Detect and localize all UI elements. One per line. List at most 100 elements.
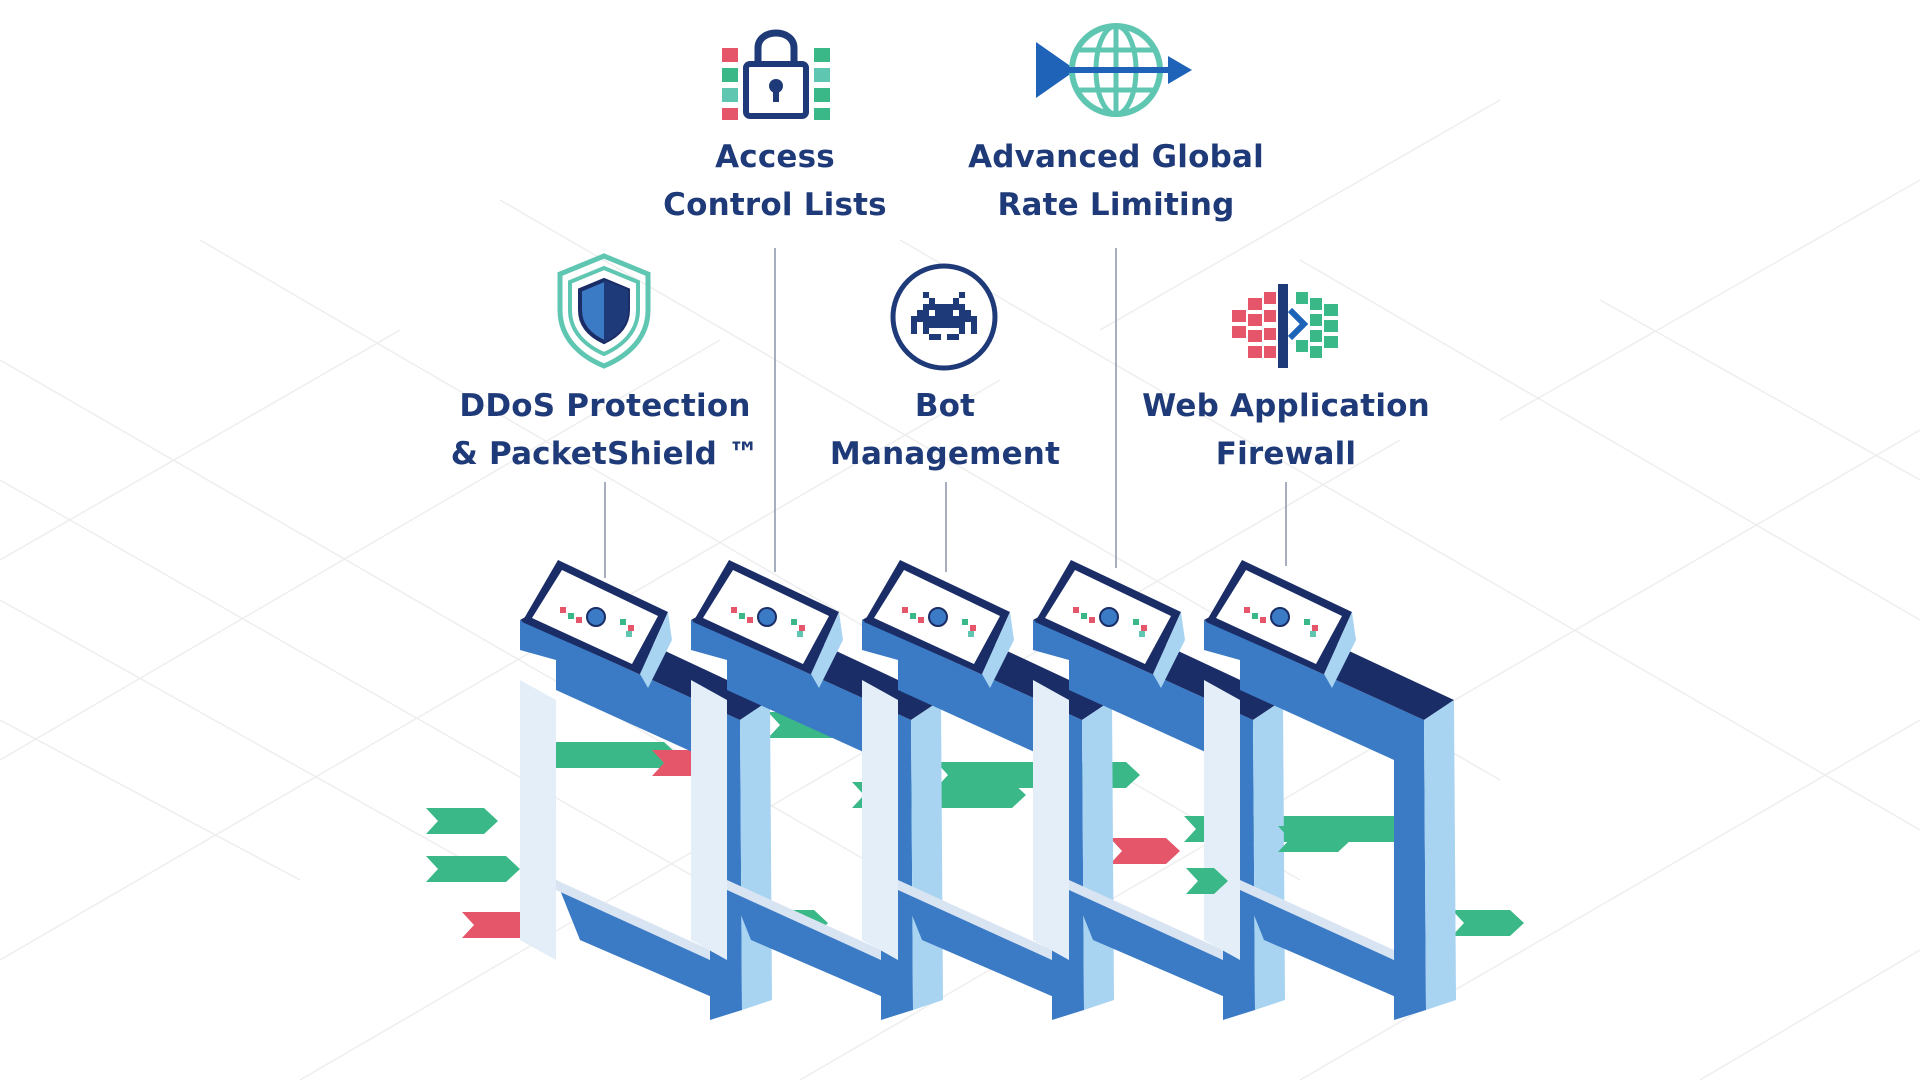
screen-pixel — [968, 631, 974, 637]
label-ddos-line1: DDoS Protection — [459, 388, 751, 424]
screen-pixel — [1089, 617, 1095, 623]
screen-pixel — [1133, 619, 1139, 625]
gate-acl — [691, 560, 943, 1020]
screen-pixel — [747, 617, 753, 623]
screen-pixel — [1312, 625, 1318, 631]
gate-floor — [1240, 880, 1426, 1010]
screen-pixel — [620, 619, 626, 625]
screen-pixel — [1260, 617, 1266, 623]
screen-pixel — [902, 607, 908, 613]
screen-pixel — [1073, 607, 1079, 613]
gate-frame-inner — [911, 700, 943, 1010]
label-bot-line2: Management — [829, 436, 1061, 472]
screen-pixel — [560, 607, 566, 613]
screen-pixel — [1310, 631, 1316, 637]
screen-pixel — [918, 617, 924, 623]
arrow-green — [1186, 868, 1228, 894]
screen-pixel — [1244, 607, 1250, 613]
arrow-green — [426, 856, 520, 882]
screen-emblem — [1270, 607, 1290, 627]
screen-pixel — [739, 613, 745, 619]
screen-pixel — [1252, 613, 1258, 619]
gate-screen-edge — [640, 612, 672, 688]
screen-pixel — [1141, 625, 1147, 631]
gate-frame-front — [691, 620, 913, 1020]
gate-light-side — [1204, 680, 1240, 960]
label-ddos-protection: DDoS Protection & PacketShield ™ — [445, 382, 765, 478]
space-invader-icon — [890, 263, 998, 371]
label-waf-line2: Firewall — [1215, 436, 1357, 472]
screen-emblem — [757, 607, 777, 627]
arrow-green — [426, 808, 498, 834]
gate-floor — [727, 880, 913, 1010]
isometric-grid — [0, 99, 1920, 1080]
label-acl-line2: Control Lists — [663, 187, 887, 223]
screen-pixel — [576, 617, 582, 623]
connector-lines — [604, 248, 1287, 578]
label-rate-limiting: Advanced Global Rate Limiting — [956, 133, 1276, 229]
label-bot-management: Bot Management — [785, 382, 1105, 478]
gate-waf — [1204, 560, 1456, 1020]
gate-screen-edge — [811, 612, 843, 688]
gate-frame-front — [1204, 620, 1426, 1020]
label-waf-line1: Web Application — [1142, 388, 1430, 424]
gate-floor-shadow — [1069, 880, 1223, 960]
screen-pixel — [962, 619, 968, 625]
label-rate-line1: Advanced Global — [968, 139, 1264, 175]
gate-frame-inner — [1082, 700, 1114, 1010]
gate-floor — [1069, 880, 1255, 1010]
gate-frame-front — [520, 620, 742, 1020]
gate-frame-front — [1033, 620, 1255, 1020]
gate-floor — [556, 880, 742, 1010]
screen-emblem — [586, 607, 606, 627]
globe-arrow-icon — [1036, 23, 1192, 117]
traffic-arrows-back — [426, 712, 1524, 938]
gate-screen-edge — [982, 612, 1014, 688]
gate-floor-shadow — [898, 880, 1052, 960]
gate-floor-shadow — [556, 880, 710, 960]
label-acl-line1: Access — [715, 139, 835, 175]
screen-pixel — [626, 631, 632, 637]
gate-light-side — [520, 680, 556, 960]
label-ddos-line2: & PacketShield ™ — [450, 436, 760, 472]
gate-screen-edge — [1324, 612, 1356, 688]
shield-icon — [557, 253, 651, 369]
arrow-green — [1452, 910, 1524, 936]
screen-pixel — [568, 613, 574, 619]
label-bot-line1: Bot — [914, 388, 976, 424]
gate-light-side — [862, 680, 898, 960]
label-access-control-lists: Access Control Lists — [615, 133, 935, 229]
firewall-icon — [1232, 284, 1338, 368]
screen-pixel — [791, 619, 797, 625]
traffic-arrows-front — [1186, 826, 1352, 894]
padlock-icon — [722, 29, 830, 120]
screen-emblem — [1099, 607, 1119, 627]
gate-floor — [898, 880, 1084, 1010]
screen-pixel — [1139, 631, 1145, 637]
gate-floor-shadow — [1240, 880, 1394, 960]
screen-pixel — [799, 625, 805, 631]
gate-frame-front — [862, 620, 1084, 1020]
screen-pixel — [1081, 613, 1087, 619]
label-web-application-firewall: Web Application Firewall — [1126, 382, 1446, 478]
arrow-green — [1278, 826, 1352, 852]
screen-emblem — [928, 607, 948, 627]
screen-pixel — [970, 625, 976, 631]
arrow-green — [544, 742, 678, 768]
gate-screen-edge — [1153, 612, 1185, 688]
screen-pixel — [1304, 619, 1310, 625]
gate-frame-inner — [740, 700, 772, 1010]
screen-pixel — [910, 613, 916, 619]
gate-light-side — [1033, 680, 1069, 960]
label-rate-line2: Rate Limiting — [997, 187, 1235, 223]
arrow-red — [1110, 838, 1180, 864]
screen-pixel — [797, 631, 803, 637]
screen-pixel — [731, 607, 737, 613]
screen-pixel — [628, 625, 634, 631]
gate-frame-inner — [1424, 700, 1456, 1010]
gate-floor-shadow — [727, 880, 881, 960]
gate-frame-inner — [1253, 700, 1285, 1010]
gate-light-side — [691, 680, 727, 960]
